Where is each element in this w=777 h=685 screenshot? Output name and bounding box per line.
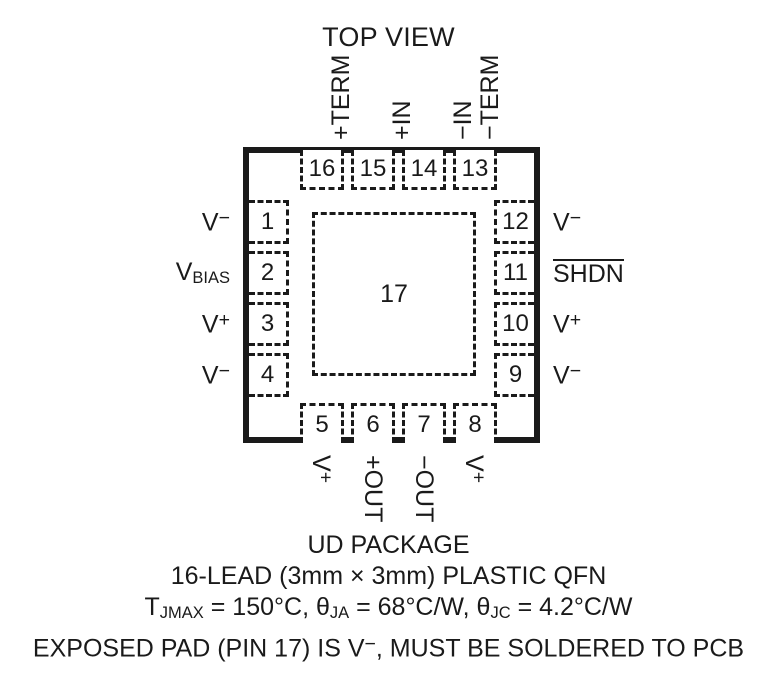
pin-label-4-text: V− (201, 359, 230, 390)
theta-ja-symbol: θ (315, 593, 330, 621)
top-view-heading: TOP VIEW (322, 22, 455, 52)
pin-pad-15: 15 (351, 150, 395, 190)
pin-label-15-in-plus: +IN (388, 100, 416, 140)
exposed-pad-note-part2: , MUST BE SOLDERED TO PCB (375, 634, 745, 663)
pin-label-1-text: V− (201, 206, 230, 237)
pin-pad-14: 14 (402, 150, 446, 190)
pin-label-3: V+ (202, 302, 230, 346)
pin-pad-2: 2 (249, 251, 289, 295)
pin-label-13-text: −TERM (476, 54, 504, 140)
pin-label-10: V+ (553, 302, 581, 346)
pin-label-15-text: +IN (388, 100, 416, 140)
pin-pad-16: 16 (300, 150, 344, 190)
pin-label-7-text: −OUT (410, 455, 438, 523)
theta-ja-value: = 68°C/W, (349, 593, 477, 621)
pin-number-13: 13 (461, 154, 489, 182)
pin-label-2-vbias: VBIAS (176, 251, 230, 295)
caption-lead-count: 16-LEAD (3mm × 3mm) PLASTIC QFN (170, 562, 607, 590)
pin-number-2: 2 (260, 259, 275, 286)
exposed-pad-note-minus-sign: − (364, 632, 376, 655)
pin-number-9: 9 (508, 361, 523, 388)
pin-pad-5: 5 (300, 403, 344, 443)
pin-number-14: 14 (410, 154, 438, 182)
pin-label-8-text: V+ (459, 455, 489, 484)
exposed-pad-pin-17: 17 (312, 212, 476, 376)
tjmax-value: = 150°C, (203, 593, 316, 621)
pin-label-14-in-minus: −IN (449, 100, 477, 140)
pin-label-12-text: V− (553, 206, 582, 237)
pin-number-11: 11 (503, 259, 528, 286)
pin-pad-3: 3 (249, 302, 289, 346)
pin-label-14-text: −IN (449, 100, 477, 140)
pin-pad-11: 11 (494, 251, 534, 295)
caption-package-name: UD PACKAGE (307, 531, 470, 559)
pin-number-6: 6 (366, 410, 380, 438)
pin-label-12: V− (553, 200, 581, 244)
pin-label-11-shdn: SHDN (553, 251, 624, 295)
theta-jc-value: = 4.2°C/W (510, 593, 633, 621)
pin-label-6-out-plus: +OUT (359, 455, 387, 523)
pin-label-11-text: SHDN (553, 259, 624, 288)
pin-pad-8: 8 (453, 403, 497, 443)
pin-number-10: 10 (502, 310, 529, 337)
pin-number-5: 5 (315, 410, 329, 438)
pin-pad-10: 10 (494, 302, 534, 346)
pin-label-10-text: V+ (553, 308, 582, 339)
tjmax-symbol: T (144, 593, 160, 621)
pin-number-16: 16 (308, 154, 336, 182)
caption-thermal-specs: TJMAX = 150°C, θJA = 68°C/W, θJC = 4.2°C… (0, 592, 777, 629)
tjmax-subscript: JMAX (159, 603, 204, 622)
caption-block: UD PACKAGE 16-LEAD (3mm × 3mm) PLASTIC Q… (0, 530, 777, 664)
pin-number-12: 12 (502, 208, 529, 235)
pin-number-15: 15 (359, 154, 387, 182)
theta-jc-symbol: θ (476, 593, 491, 621)
pin-label-6-text: +OUT (359, 455, 387, 523)
pin-number-7: 7 (417, 410, 431, 438)
pin-label-9: V− (553, 353, 581, 397)
pin-label-8-vplus: V+ (459, 455, 489, 484)
pin-label-5-text: V+ (306, 455, 336, 484)
pin-number-1: 1 (260, 208, 275, 235)
pin-number-4: 4 (260, 361, 275, 388)
pin-pad-9: 9 (494, 353, 534, 397)
pin-pad-1: 1 (249, 200, 289, 244)
pin-label-3-text: V+ (201, 308, 230, 339)
caption-exposed-pad-note: EXPOSED PAD (PIN 17) IS V−, MUST BE SOLD… (0, 629, 777, 664)
pin-pad-4: 4 (249, 353, 289, 397)
pin-pad-12: 12 (494, 200, 534, 244)
pin-label-1: V− (202, 200, 230, 244)
pin-label-16-text: +TERM (327, 54, 355, 140)
pin-number-8: 8 (468, 410, 482, 438)
pin-label-4: V− (202, 353, 230, 397)
pin-label-7-out-minus: −OUT (410, 455, 438, 523)
pin-pad-13: 13 (453, 150, 497, 190)
pin-number-3: 3 (260, 310, 275, 337)
pin-pad-6: 6 (351, 403, 395, 443)
pin-label-5-vplus: V+ (306, 455, 336, 484)
pin-label-2-text: VBIAS (175, 257, 230, 287)
theta-jc-subscript: JC (490, 603, 511, 622)
theta-ja-subscript: JA (329, 603, 350, 622)
pin-pad-7: 7 (402, 403, 446, 443)
pin-label-9-text: V− (553, 359, 582, 390)
exposed-pad-number: 17 (380, 279, 408, 308)
pin-label-13-term-minus: −TERM (476, 54, 504, 140)
exposed-pad-note-part1: EXPOSED PAD (PIN 17) IS V (32, 634, 365, 663)
pin-label-16-term-plus: +TERM (327, 54, 355, 140)
